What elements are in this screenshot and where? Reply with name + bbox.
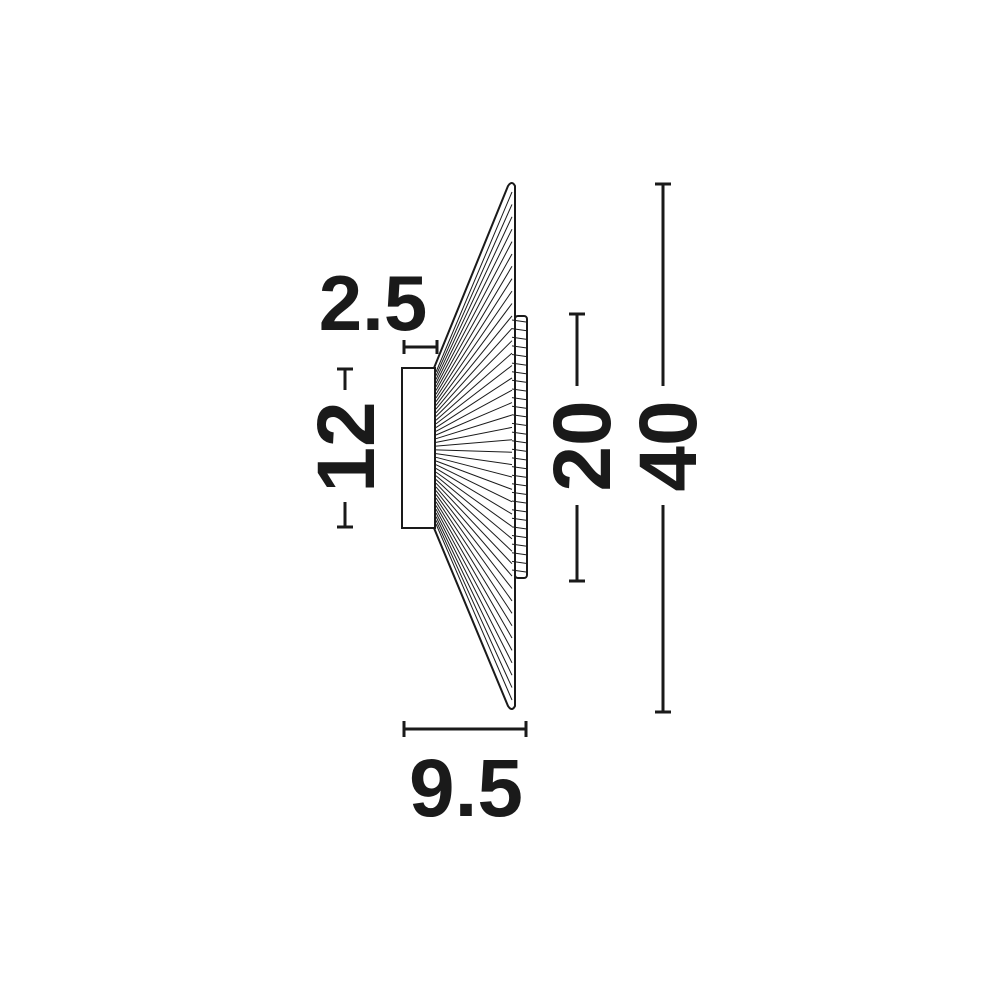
pleat-ribs (435, 191, 527, 701)
pleat-rib (435, 426, 513, 443)
disc-rib (511, 448, 527, 452)
label-mount-height: 12 (301, 401, 392, 492)
disc-rib (511, 431, 527, 435)
pleat-rib (435, 303, 513, 406)
disc-rib (511, 414, 527, 418)
label-inner-disc: 20 (537, 400, 628, 491)
dim-outer-disc: 40 (623, 182, 714, 714)
pleat-rib (435, 327, 513, 414)
disc-rib (511, 543, 527, 547)
pleat-rib (435, 216, 513, 380)
pleat-rib (435, 228, 513, 384)
pleat-rib (435, 479, 513, 552)
pleat-rib (435, 497, 513, 614)
disc-rib (511, 336, 527, 340)
disc-rib (511, 457, 527, 461)
pleat-rib (435, 467, 513, 515)
pleat-rib (435, 414, 513, 440)
pleat-rib (435, 471, 513, 527)
dim-mount-height: 12 (301, 367, 392, 529)
wall-mount (401, 367, 436, 529)
pleat-rib (435, 253, 513, 391)
disc-rib (511, 474, 527, 478)
pleat-rib (435, 204, 513, 376)
disc-rib (511, 422, 527, 426)
disc-rib (511, 517, 527, 521)
pleat-rib (435, 453, 513, 466)
pleat-rib (435, 464, 513, 503)
pleat-rib (435, 490, 513, 589)
pleat-rib (435, 456, 513, 478)
pleat-rib (435, 449, 513, 453)
disc-rib (511, 466, 527, 470)
disc-rib (511, 371, 527, 375)
disc-rib (511, 345, 527, 349)
disc-rib (511, 509, 527, 513)
disc-rib (511, 328, 527, 332)
label-outer-disc: 40 (623, 400, 714, 491)
pleat-rib (435, 508, 513, 651)
disc-rib (511, 552, 527, 556)
pleat-rib (435, 520, 513, 688)
pleat-rib (435, 191, 513, 373)
pleat-rib (435, 402, 513, 436)
pleat-rib (435, 523, 513, 701)
disc-rib (511, 526, 527, 530)
pleat-rib (435, 377, 513, 429)
disc-rib (511, 388, 527, 392)
pleat-rib (435, 460, 513, 490)
label-mount-width: 2.5 (319, 259, 427, 347)
disc-rib (511, 535, 527, 538)
pleat-rib (435, 389, 513, 432)
pleat-rib (435, 340, 513, 417)
pleat-rib (435, 439, 513, 447)
pleat-rib (435, 494, 513, 602)
disc-rib (511, 379, 527, 383)
disc-rib (511, 560, 527, 564)
disc-rib (511, 362, 527, 366)
disc-rib (511, 405, 527, 409)
label-total-depth: 9.5 (409, 743, 523, 834)
pleat-rib (435, 475, 513, 540)
disc-rib (511, 319, 527, 323)
pleat-rib (435, 482, 513, 565)
pleat-rib (435, 352, 513, 421)
disc-rib (511, 483, 527, 487)
dim-mount-width: 2.5 (319, 259, 439, 354)
pleat-rib (435, 516, 513, 676)
disc-rib (511, 397, 527, 401)
pleat-rib (435, 486, 513, 577)
pleat-rib (435, 501, 513, 626)
disc-rib (511, 354, 527, 357)
pleat-rib (435, 266, 513, 395)
pleat-rib (435, 315, 513, 410)
disc-rib (511, 500, 527, 504)
pleat-rib (435, 278, 513, 399)
pleat-rib (435, 241, 513, 388)
outer-cone (433, 182, 516, 710)
pleat-rib (435, 290, 513, 402)
disc-rib (511, 440, 527, 444)
dim-total-depth: 9.5 (402, 721, 528, 834)
disc-rib (511, 569, 527, 573)
lamp-body (401, 182, 528, 710)
disc-rib (511, 491, 527, 495)
pleat-rib (435, 505, 513, 639)
pleat-rib (435, 365, 513, 425)
dim-inner-disc: 20 (537, 312, 628, 583)
pleat-rib (435, 512, 513, 664)
